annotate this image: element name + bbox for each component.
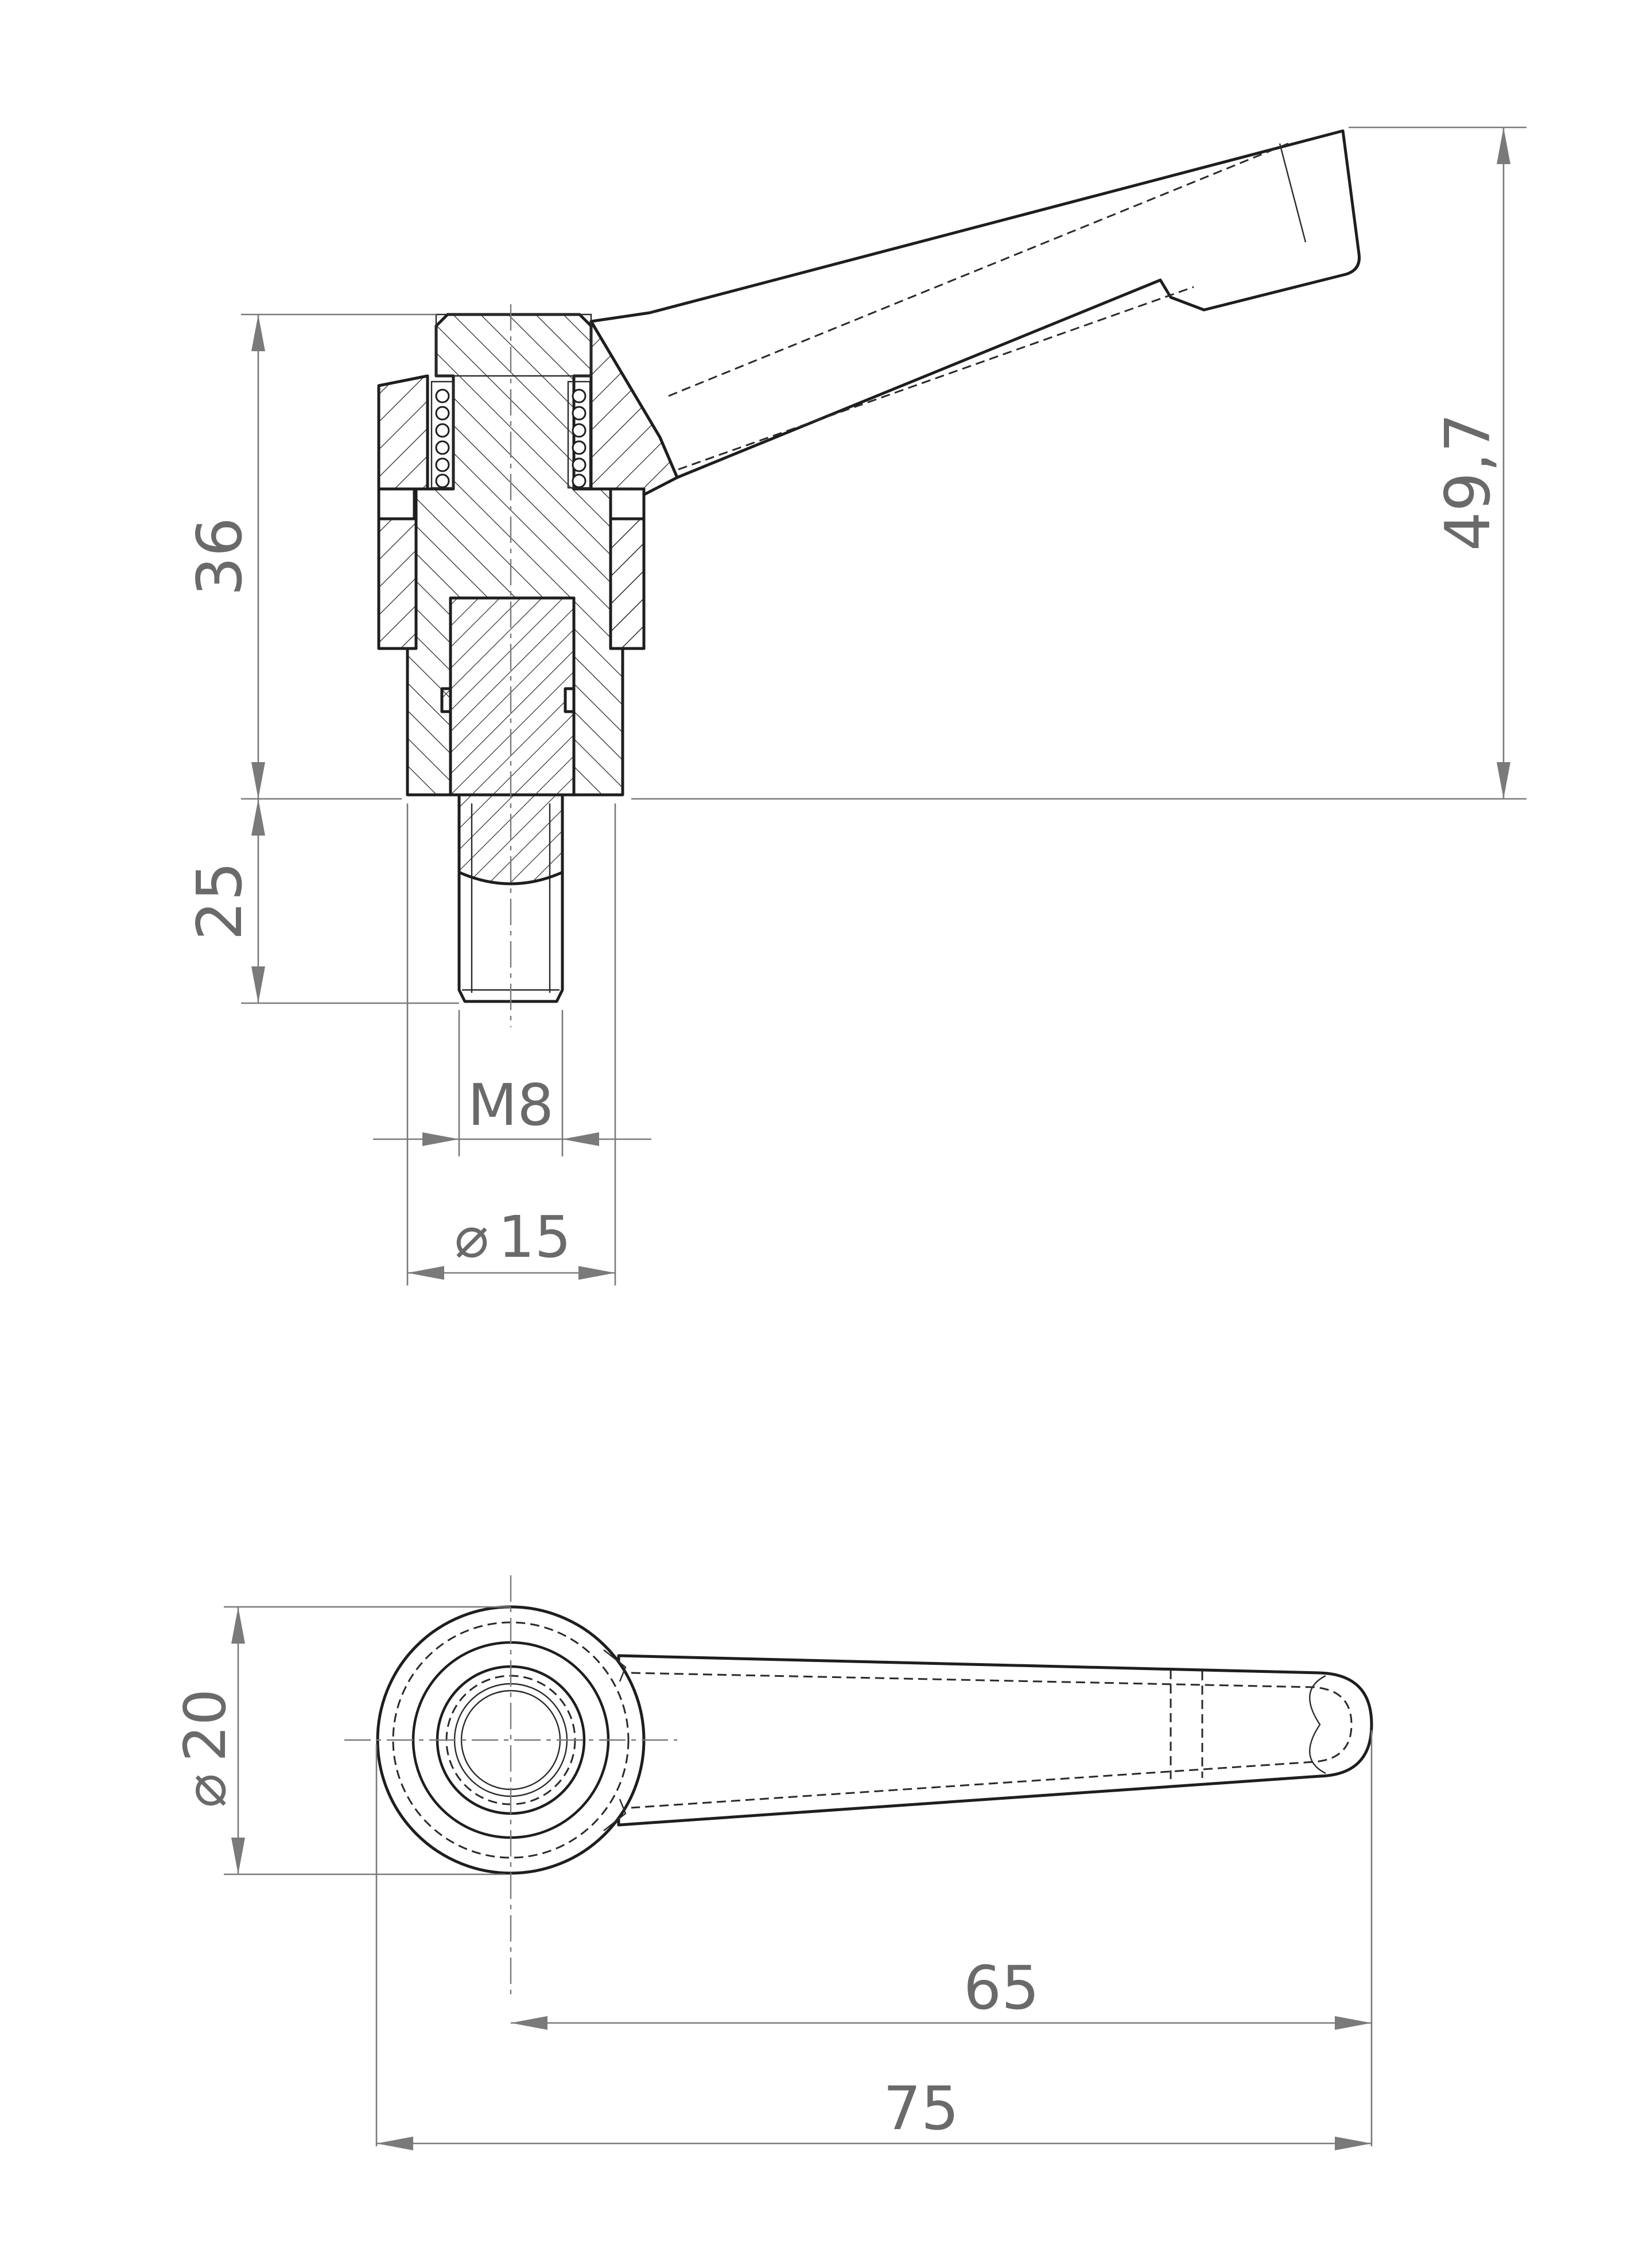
dim-overall-length: 75 (376, 2073, 1372, 2150)
dim-hub-diameter: ⌀ 20 (172, 1607, 245, 1874)
dim-label-49-7: 49,7 (1432, 413, 1504, 551)
dim-thread-size: M8 (373, 1071, 651, 1146)
dim-label-36: 36 (184, 517, 256, 596)
knob-housing (377, 320, 679, 650)
lever-arm (589, 129, 1361, 479)
spring-left (430, 380, 455, 489)
dim-label-m8: M8 (468, 1071, 554, 1139)
dim-label-20: 20 (172, 1689, 239, 1762)
dim-diameter-symbol-15: ⌀ (455, 1203, 489, 1271)
dim-body-diameter: ⌀ 15 (407, 1203, 615, 1280)
dim-label-15: 15 (498, 1203, 571, 1271)
dim-knob-height: 36 (184, 314, 265, 799)
dim-label-75: 75 (883, 2073, 959, 2143)
top-view: ⌀ 20 65 75 (172, 1575, 1373, 2150)
dim-lever-length: 65 (511, 1953, 1372, 2030)
dim-thread-length: 25 (184, 799, 265, 1003)
dim-label-65: 65 (964, 1953, 1039, 2023)
side-section-view: 36 25 49,7 M8 ⌀ 15 (184, 126, 1527, 1286)
dim-total-height: 49,7 (1432, 127, 1510, 799)
dim-diameter-symbol-20: ⌀ (172, 1773, 239, 1808)
dim-label-25: 25 (184, 861, 256, 940)
top-lever (617, 1654, 1373, 1827)
spring-right (567, 380, 591, 489)
